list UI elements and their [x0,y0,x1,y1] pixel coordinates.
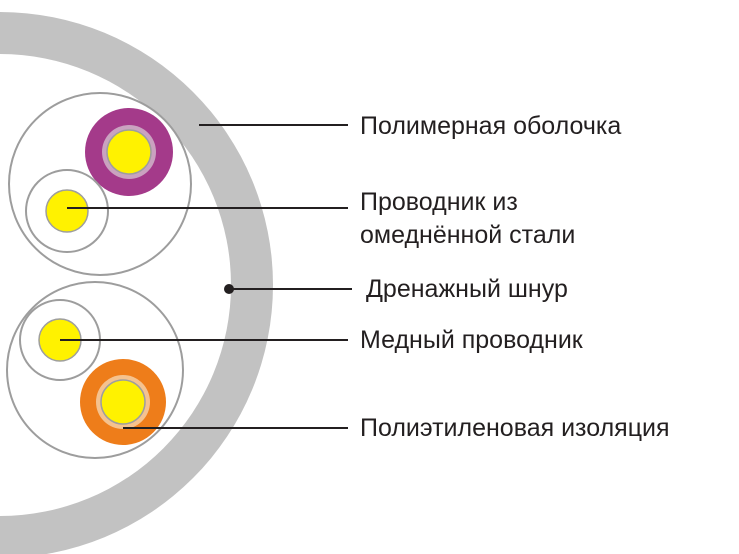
lower-conductor-core-2 [100,379,146,425]
cable-sheath [0,12,273,554]
label-pe-insulation: Полиэтиленовая изоляция [360,414,670,442]
upper-conductor-core-1 [106,129,152,175]
lower-pair [6,281,184,459]
label-steel-conductor-line1: Проводник из [360,188,518,216]
label-drain-wire: Дренажный шнур [366,275,568,303]
upper-pair [8,92,192,276]
label-steel-conductor-line2: омеднённой стали [360,221,575,249]
steel-conductor-core [45,189,89,233]
label-sheath: Полимерная оболочка [360,112,621,140]
label-copper-conductor: Медный проводник [360,326,584,354]
